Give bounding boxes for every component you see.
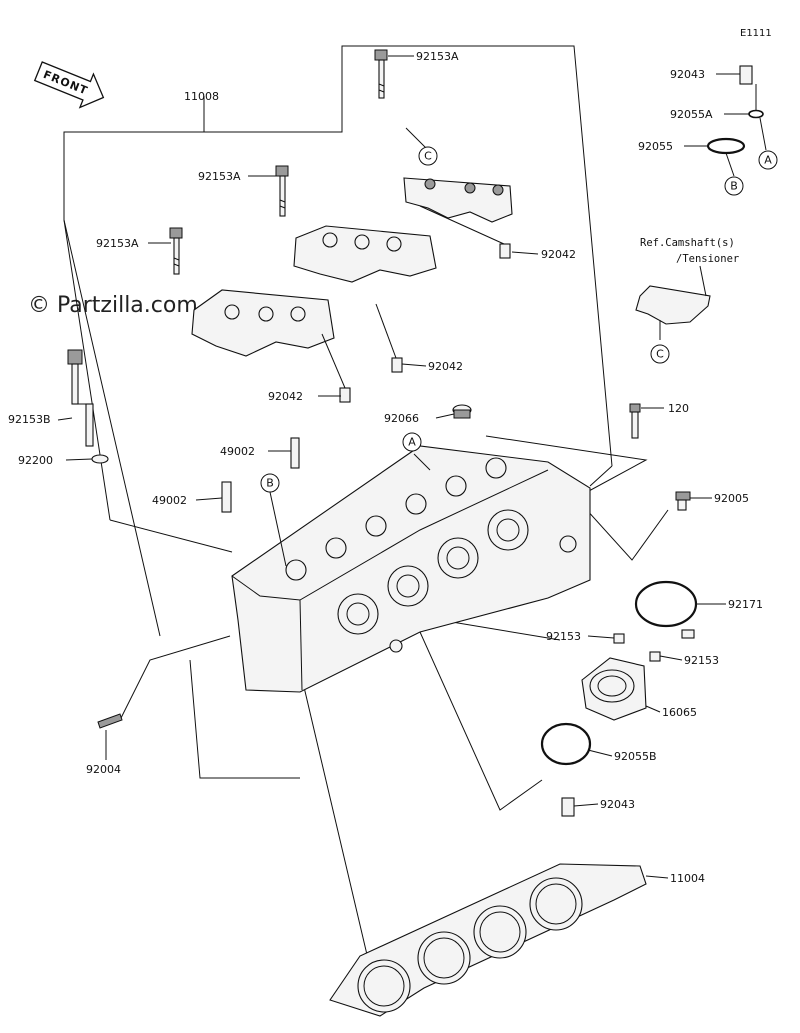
- label-92055a: 92055A: [670, 108, 713, 121]
- svg-text:A: A: [764, 154, 772, 167]
- bolt-92153a-left: [169, 227, 183, 275]
- label-92043-low: 92043: [600, 798, 635, 811]
- label-92153a-mid: 92153A: [198, 170, 241, 183]
- dowel-pin-92042-right: [499, 243, 511, 259]
- o-ring-92055a: [748, 109, 764, 119]
- label-92066: 92066: [384, 412, 419, 425]
- callout-a-oring: A: [758, 150, 778, 170]
- bolt-92153a-mid: [275, 165, 289, 217]
- valve-guide-49002-b: [221, 481, 232, 513]
- label-92055b: 92055B: [614, 750, 657, 763]
- fitting-92005: [675, 491, 691, 511]
- washer-92200: [91, 454, 109, 464]
- dowel-pin-92043-top: [739, 65, 753, 85]
- assembly-bracket-lines: [63, 45, 669, 1011]
- label-92043-top: 92043: [670, 68, 705, 81]
- bolt-92153b: [67, 349, 94, 447]
- clamp-92171: [634, 580, 698, 639]
- svg-text:C: C: [656, 348, 664, 361]
- label-92153a-top: 92153A: [416, 50, 459, 63]
- holder-16065: [581, 657, 647, 721]
- label-92153b: 92153B: [8, 413, 51, 426]
- label-92153-a: 92153: [546, 630, 581, 643]
- label-92153a-left: 92153A: [96, 237, 139, 250]
- label-92171: 92171: [728, 598, 763, 611]
- leader-lines: [57, 55, 767, 879]
- svg-text:B: B: [266, 477, 274, 490]
- dowel-pin-92043-low: [561, 797, 575, 817]
- bolt-92153a-top: [374, 49, 388, 99]
- callout-c-cap: C: [418, 146, 438, 166]
- cam-cap-lower: [191, 289, 335, 357]
- callout-b-head: B: [260, 473, 280, 493]
- label-92153-b: 92153: [684, 654, 719, 667]
- label-92200: 92200: [18, 454, 53, 467]
- dowel-pin-92042-low: [339, 387, 351, 403]
- reference-note-line1: Ref.Camshaft(s): [640, 237, 735, 249]
- stud-92004: [97, 713, 123, 729]
- screw-92153-b: [649, 651, 661, 662]
- bolt-120: [629, 403, 641, 439]
- plug-92066: [452, 404, 472, 419]
- o-ring-92055: [706, 137, 746, 155]
- cam-cap-upper: [403, 177, 513, 223]
- svg-text:A: A: [408, 436, 416, 449]
- svg-text:C: C: [424, 150, 432, 163]
- part-number-labels: 11008 92153A 92153A 92153A 92042 92042 9…: [8, 50, 763, 885]
- label-16065: 16065: [662, 706, 697, 719]
- callout-c-ref: C: [650, 344, 670, 364]
- svg-text:B: B: [730, 180, 738, 193]
- label-11008: 11008: [184, 90, 219, 103]
- label-92055: 92055: [638, 140, 673, 153]
- dowel-pin-92042-mid: [391, 357, 403, 373]
- partzilla-watermark: © Partzilla.com: [28, 293, 198, 318]
- label-92004: 92004: [86, 763, 121, 776]
- cam-cap-middle: [293, 225, 437, 283]
- label-49002-a: 49002: [220, 445, 255, 458]
- screw-92153-a: [613, 633, 625, 644]
- o-ring-92055b: [540, 722, 592, 766]
- valve-guide-49002-a: [290, 437, 300, 469]
- label-92042-mid: 92042: [428, 360, 463, 373]
- label-92042-low: 92042: [268, 390, 303, 403]
- label-49002-b: 49002: [152, 494, 187, 507]
- label-11004: 11004: [670, 872, 705, 885]
- callout-b-oring: B: [724, 176, 744, 196]
- label-120: 120: [668, 402, 689, 415]
- front-arrow-icon: FRONT: [33, 61, 105, 109]
- diagram-id: E1111: [740, 28, 772, 39]
- cylinder-head: [231, 445, 591, 693]
- label-92005: 92005: [714, 492, 749, 505]
- tensioner-reference-part: [635, 285, 711, 340]
- head-gasket-11004: [329, 863, 647, 1017]
- label-92042-right: 92042: [541, 248, 576, 261]
- reference-note-line2: /Tensioner: [676, 253, 739, 265]
- callout-a-head: A: [402, 432, 422, 452]
